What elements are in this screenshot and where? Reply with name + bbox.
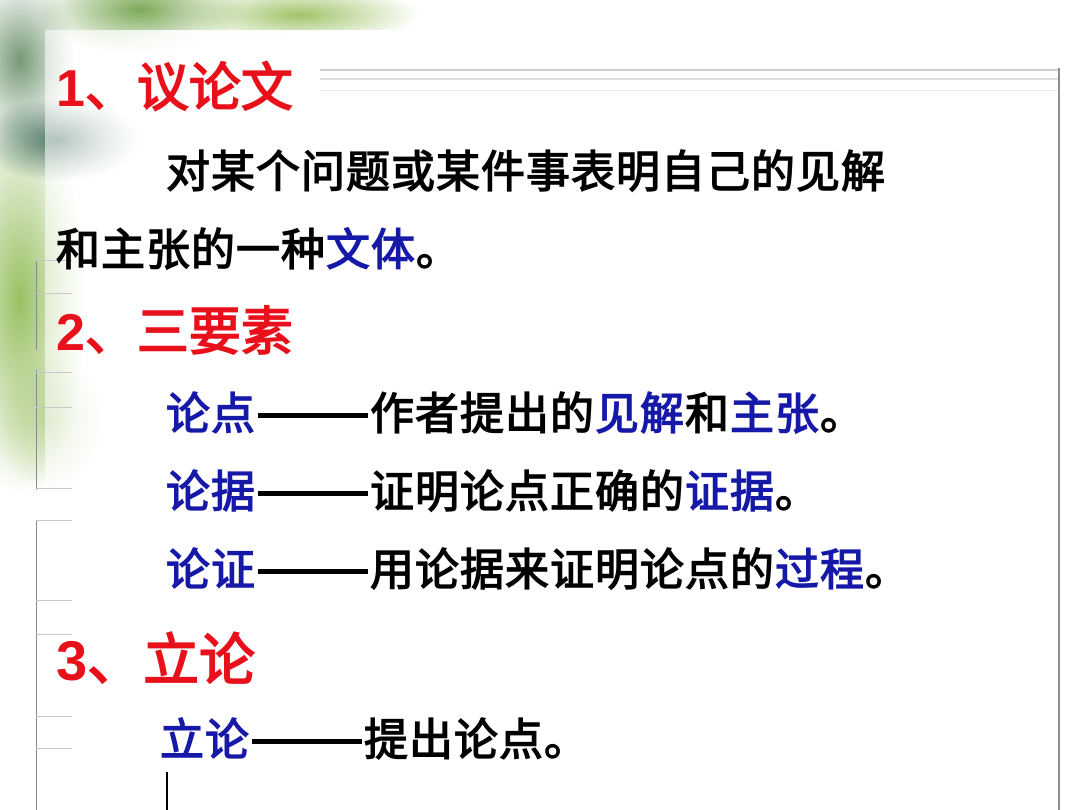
element-text: 提出论点。: [364, 715, 589, 766]
section2-title: 三要素: [136, 303, 293, 363]
section1-definition-line2: 和主张的一种文体。: [56, 214, 461, 278]
element-highlight: 主张: [730, 389, 820, 440]
top-decorative-rule: [320, 90, 1060, 91]
definition-text: 和主张的一种: [56, 225, 326, 276]
em-dash-separator: [258, 569, 368, 574]
section1-number: 1、: [56, 60, 137, 118]
section1-title: 议论文: [136, 59, 293, 119]
top-decorative-rule: [320, 78, 1060, 80]
element-punct: 。: [775, 467, 820, 518]
element-highlight: 证据: [685, 467, 775, 518]
left-decorative-tick: [36, 372, 72, 373]
em-dash-separator: [258, 491, 368, 496]
content-panel: [45, 30, 1060, 810]
section3-number: 3、: [56, 629, 144, 692]
element-term: 论证: [166, 545, 256, 596]
element-row-lunju: 论据 证明论点正确的证据。: [166, 456, 820, 520]
em-dash-separator: [252, 739, 362, 744]
section2-heading: 2、三要素: [56, 290, 293, 365]
top-decorative-rule: [320, 69, 1060, 71]
element-term: 论据: [166, 467, 256, 518]
left-decorative-tick: [36, 748, 72, 749]
element-punct: 。: [820, 389, 865, 440]
element-row-lunzheng: 论证 用论据来证明论点的过程。: [166, 534, 910, 598]
left-decorative-bracket: [36, 370, 37, 490]
section3-heading: 3、立论: [56, 616, 255, 697]
element-text: 用论据来证明论点的: [370, 545, 775, 596]
left-decorative-bracket: [36, 260, 37, 350]
left-decorative-tick: [36, 634, 72, 635]
element-row-lundian: 论点 作者提出的见解和主张。: [166, 378, 865, 442]
section1-definition-line1: 对某个问题或某件事表明自己的见解: [166, 147, 886, 198]
element-text: 证明论点正确的: [370, 467, 685, 518]
element-term: 论点: [166, 389, 256, 440]
definition-highlight: 文体: [326, 225, 416, 276]
left-decorative-bracket: [36, 520, 37, 810]
element-term: 立论: [160, 715, 250, 766]
section3-title: 立论: [143, 629, 256, 694]
left-decorative-tick: [36, 488, 72, 489]
section1-heading: 1、议论文: [56, 46, 293, 121]
element-highlight: 过程: [775, 545, 865, 596]
left-decorative-tick: [36, 716, 72, 717]
left-decorative-tick: [36, 293, 72, 294]
element-text: 和: [685, 389, 730, 440]
em-dash-separator: [258, 413, 368, 418]
section2-number: 2、: [56, 304, 137, 362]
right-decorative-rule: [1058, 68, 1060, 810]
definition-punct: 。: [416, 225, 461, 276]
left-decorative-tick: [36, 600, 72, 601]
left-decorative-tick: [36, 407, 72, 408]
left-decorative-tick: [36, 260, 72, 261]
element-punct: 。: [865, 545, 910, 596]
left-decorative-tick: [36, 520, 72, 521]
element-row-lilun: 立论 提出论点。: [160, 704, 589, 768]
element-text: 作者提出的: [370, 389, 595, 440]
text-cursor: [166, 772, 168, 810]
element-highlight: 见解: [595, 389, 685, 440]
